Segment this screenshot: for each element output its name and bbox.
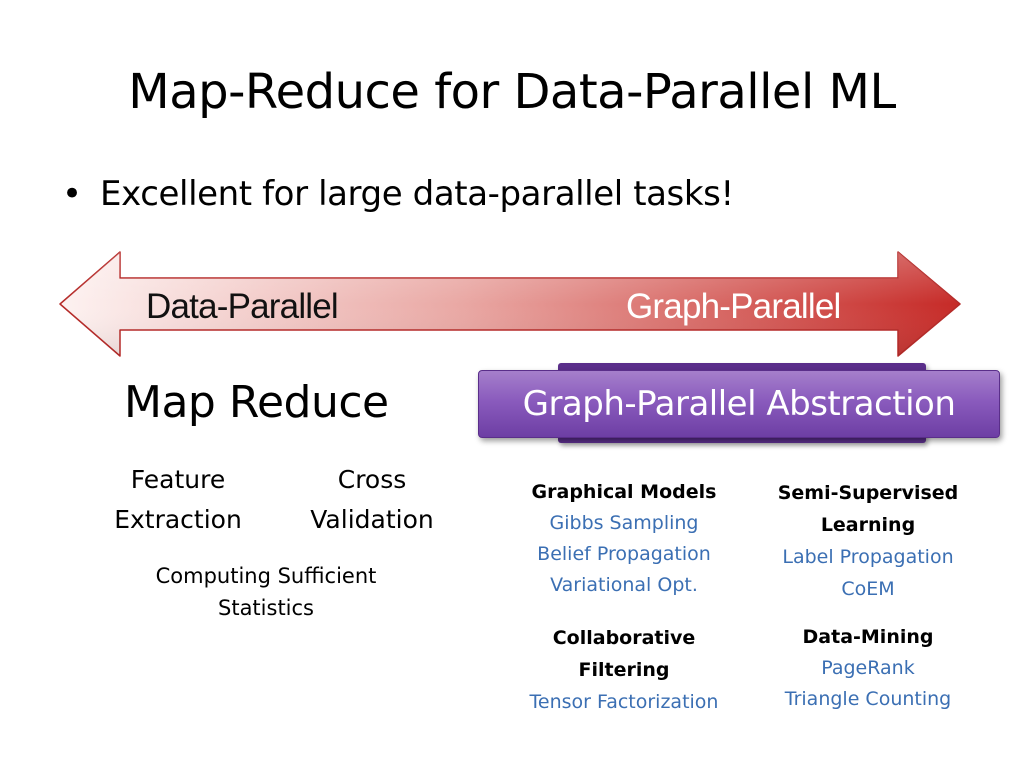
data-parallel-label: Data-Parallel [146,287,339,326]
bullet-text: Excellent for large data-parallel tasks! [100,174,734,214]
list-item: PageRank [821,657,915,679]
feature-extraction-text: Feature Extraction [90,460,266,540]
feature-extraction-line2: Extraction [114,505,242,534]
graphical-models-group: Graphical Models Gibbs Sampling Belief P… [496,477,752,601]
group-title: Graphical Models [531,481,717,503]
cross-validation-line2: Validation [310,505,434,534]
bullet-item: • Excellent for large data-parallel tasks… [62,172,734,216]
feature-extraction-line1: Feature [130,465,226,494]
bullet-marker: • [62,174,82,214]
group-title: Data-Mining [802,626,934,648]
graph-parallel-label: Graph-Parallel [626,287,841,326]
sufficient-statistics-line2: Statistics [218,596,314,620]
slide-title: Map-Reduce for Data-Parallel ML [128,64,896,120]
group-title: Semi-Supervised [777,482,959,504]
cross-validation-line1: Cross [337,465,407,494]
group-title: Learning [820,514,916,536]
sufficient-statistics-text: Computing Sufficient Statistics [118,560,414,624]
graph-parallel-abstraction-box: Graph-Parallel Abstraction [478,370,1000,438]
list-item: Triangle Counting [784,688,952,710]
sufficient-statistics-line1: Computing Sufficient [155,564,377,588]
group-title: Filtering [578,659,670,681]
list-item: Variational Opt. [550,574,698,596]
data-mining-group: Data-Mining PageRank Triangle Counting [738,622,998,715]
list-item: CoEM [841,578,895,600]
list-item: Tensor Factorization [529,691,719,713]
list-item: Label Propagation [782,546,954,568]
collaborative-filtering-group: Collaborative Filtering Tensor Factoriza… [496,622,752,718]
list-item: Gibbs Sampling [549,512,699,534]
cross-validation-text: Cross Validation [282,460,462,540]
map-reduce-heading: Map Reduce [124,377,389,428]
list-item: Belief Propagation [537,543,711,565]
double-arrow [59,251,961,357]
group-title: Collaborative [552,627,696,649]
semi-supervised-group: Semi-Supervised Learning Label Propagati… [738,477,998,605]
